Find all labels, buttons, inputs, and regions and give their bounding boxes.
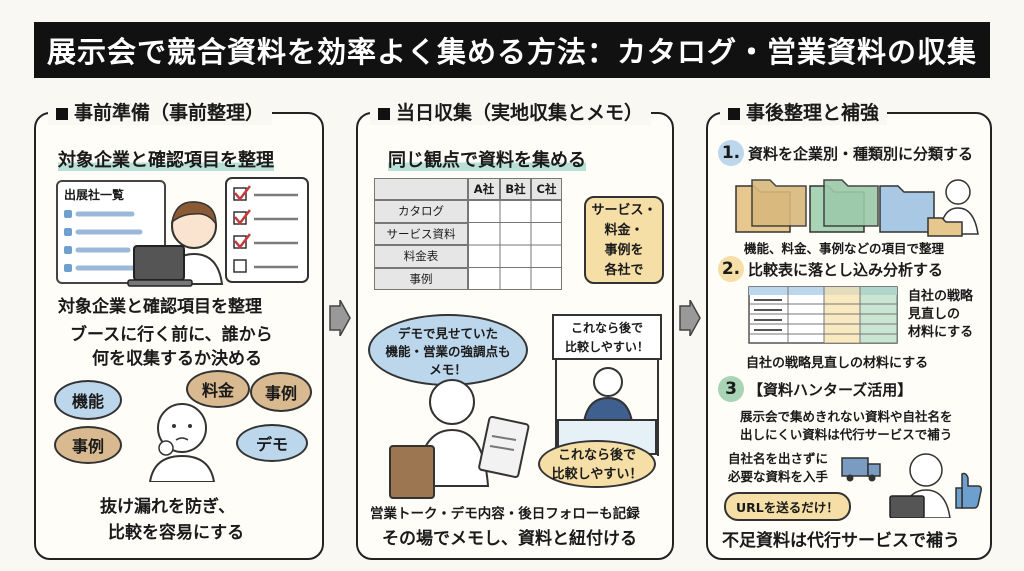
panel-preparation-heading: 事前準備（事前整理） xyxy=(48,98,273,125)
yellow-note: サービス・ 料金・ 事例を 各社で xyxy=(584,196,664,284)
comparison-chart-icon xyxy=(748,286,898,344)
step1-caption: 機能、料金、事例などの項目で整理 xyxy=(744,241,945,256)
preparation-mid-line2: 何を収集するか決める xyxy=(92,349,262,369)
speech-line: メモ！ xyxy=(429,362,467,377)
heading-text: 事後整理と補強 xyxy=(746,102,880,124)
checklist-icon xyxy=(225,177,309,283)
list-lines-icon xyxy=(64,210,143,272)
client-line: 自社名を出さずに xyxy=(728,451,829,466)
table-row-label: 事例 xyxy=(374,267,468,290)
step1-text: 資料を企業別・種類別に分類する xyxy=(748,144,974,163)
exhibitor-list-card: 出展社一覧 xyxy=(56,180,166,284)
table-header: A社 xyxy=(468,178,500,200)
preparation-mid-line1: ブースに行く前に、誰から xyxy=(70,325,273,345)
booth-line: これなら後で xyxy=(570,321,643,335)
arrow-right-icon xyxy=(329,300,351,336)
comment-line: これなら後で xyxy=(557,448,636,463)
speech-line: 機能・営業の強調点も xyxy=(385,344,511,359)
bubble-price: 料金 xyxy=(186,370,250,408)
preparation-bottom-line1: 抜け漏れを防ぎ、 xyxy=(100,497,236,517)
preparation-mid-title: 対象企業と確認項目を整理 xyxy=(58,297,262,317)
table-header: B社 xyxy=(500,178,531,200)
speech-line: デモで見せていた xyxy=(397,326,498,341)
bubble-demo: デモ xyxy=(236,424,308,462)
note-taking-person-icon xyxy=(389,379,530,499)
side-line: 自社の戦略 xyxy=(908,289,974,304)
table-row-label: サービス資料 xyxy=(374,222,468,245)
step2-row: 2. 比較表に落とし込み分析する xyxy=(718,256,943,282)
booth-sign: これなら後で 比較しやすい！ xyxy=(552,314,662,360)
page-title: 展示会で競合資料を効率よく集める方法：カタログ・営業資料の収集 xyxy=(34,22,990,78)
arrow-right-icon xyxy=(679,300,701,336)
note-line: 事例を xyxy=(604,243,644,258)
side-line: 材料にする xyxy=(908,325,974,340)
step2-text: 比較表に落とし込み分析する xyxy=(748,260,944,279)
bubble-case: 事例 xyxy=(250,372,312,412)
comparison-table: A社 B社 C社 カタログ サービス資料 料金表 事例 xyxy=(374,178,562,290)
step2-caption: 自社の戦略見直しの材料にする xyxy=(746,356,929,371)
booth-line: 比較しやすい！ xyxy=(565,340,649,354)
step3-row: 3 【資料ハンターズ活用】 xyxy=(718,376,912,402)
panel-onsite-subtitle: 同じ観点で資料を集める xyxy=(388,150,586,171)
table-grid-lines xyxy=(468,200,562,290)
table-row-label: カタログ xyxy=(374,200,468,223)
square-bullet-icon xyxy=(728,107,740,120)
yellow-comment-bubble: これなら後で 比較しやすい！ xyxy=(538,440,656,488)
person-laptop-icon xyxy=(127,201,224,287)
step1-number: 1. xyxy=(718,140,744,166)
preparation-bottom-line2: 比較を容易にする xyxy=(108,523,245,543)
delivery-person-icon xyxy=(841,453,982,518)
step1-row: 1. 資料を企業別・種類別に分類する xyxy=(718,140,973,166)
square-bullet-icon xyxy=(56,107,68,120)
heading-text: 当日収集（実地収集とメモ） xyxy=(396,102,644,124)
note-line: サービス・ xyxy=(591,203,657,218)
note-line: 各社で xyxy=(604,263,644,278)
folders-icon xyxy=(735,179,979,237)
step2-side-note: 自社の戦略 見直しの 材料にする xyxy=(908,288,973,342)
square-bullet-icon xyxy=(378,107,390,120)
panel-onsite: 当日収集（実地収集とメモ） 同じ観点で資料を集める A社 B社 C社 カタログ … xyxy=(356,98,674,560)
table-header: C社 xyxy=(531,178,562,200)
bubble-feature: 機能 xyxy=(54,380,122,420)
client-note: 自社名を出さずに 必要な資料を入手 xyxy=(728,450,828,486)
client-line: 必要な資料を入手 xyxy=(728,469,829,484)
step2-number: 2. xyxy=(718,256,744,282)
step3-line2: 出しにくい資料は代行サービスで補う xyxy=(740,427,953,442)
side-line: 見直しの xyxy=(908,307,961,322)
step3-number: 3 xyxy=(718,376,744,402)
onsite-bottom-line1: 営業トーク・デモ内容・後日フォローも記録 xyxy=(370,506,640,522)
url-pill: URLを送るだけ！ xyxy=(724,492,851,521)
exhibitor-list-label: 出展社一覧 xyxy=(64,188,125,202)
panel-preparation: 事前準備（事前整理） 対象企業と確認項目を整理 出展社一覧 対象企業と確認項目を… xyxy=(34,98,324,560)
panel-followup-heading: 事後整理と補強 xyxy=(720,98,888,125)
panel-onsite-heading: 当日収集（実地収集とメモ） xyxy=(370,98,652,125)
bubble-case-left: 事例 xyxy=(54,426,122,464)
onsite-bottom-line2: その場でメモし、資料と紐付ける xyxy=(382,529,637,549)
table-row-label: 料金表 xyxy=(374,245,468,268)
heading-text: 事前準備（事前整理） xyxy=(74,102,265,124)
step3-text: 【資料ハンターズ活用】 xyxy=(748,380,913,399)
panel-preparation-subtitle: 対象企業と確認項目を整理 xyxy=(58,150,274,171)
thinking-person-icon xyxy=(148,403,216,482)
table-corner xyxy=(374,178,468,200)
followup-bottom: 不足資料は代行サービスで補う xyxy=(722,531,960,551)
note-line: 料金・ xyxy=(604,223,644,238)
speech-bubble-demo: デモで見せていた 機能・営業の強調点も メモ！ xyxy=(368,314,528,386)
comment-line: 比較しやすい！ xyxy=(551,467,643,482)
panel-followup: 事後整理と補強 1. 資料を企業別・種類別に分類する 機能、料金、事例などの項目… xyxy=(706,98,992,560)
step3-line1: 展示会で集めきれない資料や自社名を xyxy=(740,409,953,424)
